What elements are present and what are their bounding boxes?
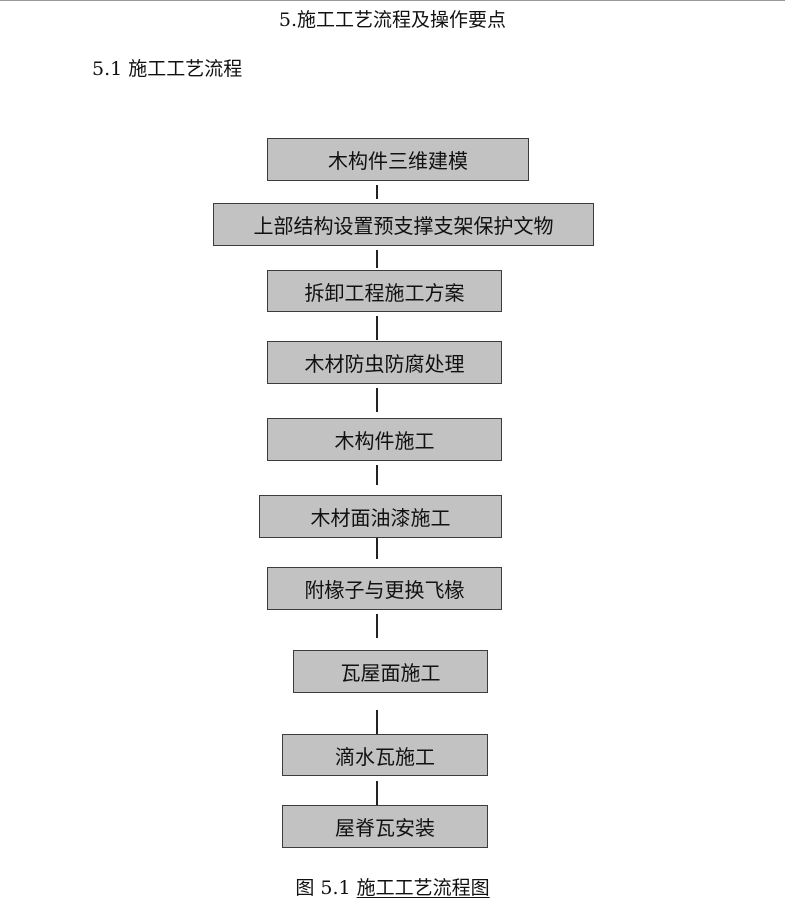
flow-step-9: 滴水瓦施工 <box>282 734 488 776</box>
subsection-heading: 5.1 施工工艺流程 <box>92 58 243 80</box>
figure-caption-title: 施工工艺流程图 <box>356 877 490 899</box>
connector-line <box>376 614 378 638</box>
connector-line <box>376 185 378 199</box>
flow-step-3: 拆卸工程施工方案 <box>267 270 502 312</box>
figure-caption: 图 5.1 施工工艺流程图 <box>0 876 785 900</box>
page-top-border <box>0 0 785 1</box>
connector-line <box>376 316 378 340</box>
flow-step-4: 木材防虫防腐处理 <box>267 341 502 384</box>
section-heading: 5.施工工艺流程及操作要点 <box>278 9 507 31</box>
flow-step-10: 屋脊瓦安装 <box>282 805 488 848</box>
connector-line <box>376 710 378 734</box>
flow-step-7: 附椽子与更换飞椽 <box>267 567 502 610</box>
connector-line <box>376 781 378 805</box>
connector-line <box>376 465 378 485</box>
connector-line <box>376 250 378 268</box>
flow-step-6: 木材面油漆施工 <box>259 495 502 538</box>
figure-caption-prefix: 图 5.1 <box>295 877 357 899</box>
flow-step-2: 上部结构设置预支撑支架保护文物 <box>213 203 594 246</box>
flow-step-8: 瓦屋面施工 <box>293 650 488 693</box>
connector-line <box>376 531 378 559</box>
flow-step-5: 木构件施工 <box>267 418 502 461</box>
flow-step-1: 木构件三维建模 <box>267 138 529 181</box>
connector-line <box>376 388 378 412</box>
